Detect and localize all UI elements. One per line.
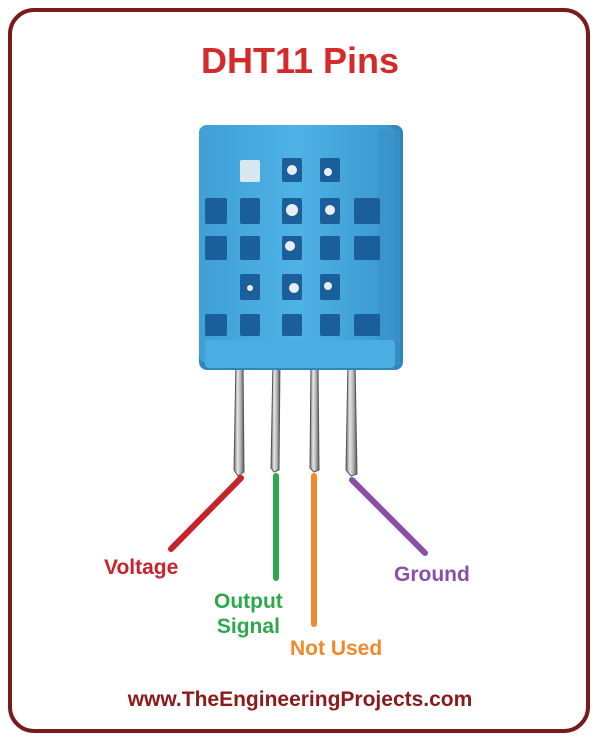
diagram-title: DHT11 Pins — [200, 40, 400, 81]
output-signal-label-line1: Output — [214, 590, 283, 613]
pin-2 — [270, 359, 281, 473]
sensor-body — [199, 125, 403, 370]
output-signal-pin-label: Output Signal — [214, 589, 283, 639]
voltage-leader-line — [168, 475, 244, 552]
not-used-pin-label: Not Used — [290, 637, 383, 660]
sensor-element — [247, 165, 335, 293]
ground-leader-line — [349, 477, 428, 556]
sensor-pins — [233, 359, 358, 477]
voltage-pin-label: Voltage — [104, 556, 179, 579]
pin-3 — [309, 359, 320, 473]
pin-4 — [345, 359, 358, 477]
output-signal-label-line2: Signal — [216, 615, 280, 638]
pin-1 — [233, 359, 245, 477]
footer-website-link[interactable]: www.TheEngineeringProjects.com — [127, 688, 473, 711]
ground-pin-label: Ground — [394, 563, 470, 586]
pin-leader-lines — [168, 473, 428, 627]
